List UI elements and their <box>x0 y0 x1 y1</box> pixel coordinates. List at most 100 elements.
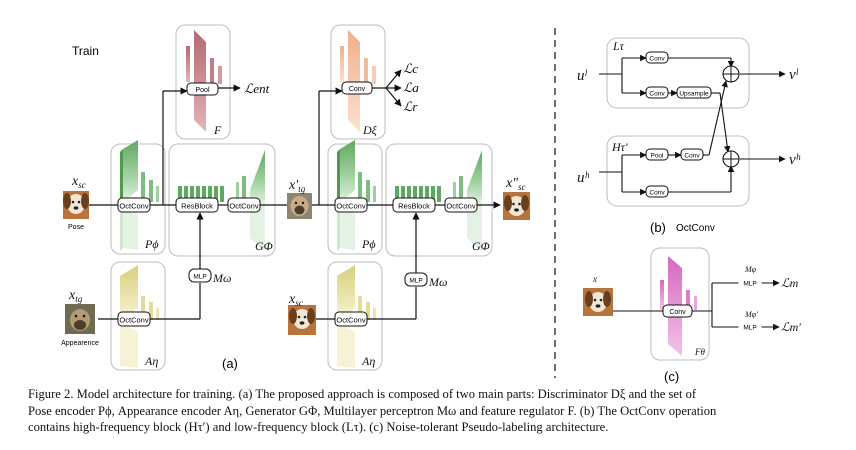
conv-block-lh: Conv <box>645 86 669 99</box>
flow-lines-b <box>599 54 786 196</box>
svg-text:OctConv: OctConv <box>229 202 258 211</box>
l-ent-label: ℒent <box>244 81 270 96</box>
octconv-block-gen: OctConv <box>227 197 261 213</box>
g-phi-label-2: GΦ <box>472 239 490 253</box>
pose-encoder-layers-2 <box>337 140 376 251</box>
svg-text:Pool: Pool <box>650 152 664 159</box>
source-image <box>288 305 316 335</box>
v-h-label: vʰ <box>789 152 801 168</box>
l-r-label: ℒr <box>403 99 418 114</box>
discriminator-box <box>330 24 386 140</box>
regulator-layers <box>186 30 222 132</box>
caption-line-1: Figure 2. Model architecture for trainin… <box>28 387 697 401</box>
svg-text:OctConv: OctConv <box>336 202 365 211</box>
panel-c-label: (c) <box>664 369 679 384</box>
appearance-label: Appearence <box>61 340 99 347</box>
x-sc-label-2: xsc <box>288 292 303 308</box>
conv-block-c: Conv <box>662 304 693 318</box>
appearance-image <box>65 304 95 334</box>
mlp-block-c2: MLP <box>738 321 762 333</box>
x-tg-prime-label: x′tg <box>288 178 306 194</box>
octconv-block-appearance: OctConv <box>117 311 151 327</box>
x-sc-label: xsc <box>71 174 86 190</box>
p-phi-label: Pϕ <box>144 237 159 251</box>
architecture-figure: Train <box>61 24 801 384</box>
train-title: Train <box>72 44 99 58</box>
x-label-c: x <box>592 274 597 284</box>
conv-block-hl: Conv <box>680 148 704 161</box>
pose-label: Pose <box>68 224 84 231</box>
upsample-block: Upsample <box>676 86 712 99</box>
flow-lines-a <box>68 69 501 320</box>
m-omega-label: Mω <box>212 271 231 285</box>
x-sc-dprime-label: x″sc <box>505 176 526 192</box>
pseudo-input-image <box>583 288 613 316</box>
pose-image <box>63 191 89 219</box>
appearance-encoder-box <box>110 261 166 371</box>
l-m-prime-label: ℒm′ <box>781 320 801 334</box>
svg-text:Conv: Conv <box>669 309 686 316</box>
generator-box-2 <box>385 143 493 257</box>
generator-layers-2 <box>395 150 482 252</box>
figure-caption: Figure 2. Model architecture for trainin… <box>28 386 838 436</box>
f-label: F <box>213 123 222 137</box>
generator-layers <box>178 150 265 252</box>
octconv-block-2: OctConv <box>334 197 368 213</box>
d-xi-label: Dξ <box>362 123 378 137</box>
svg-text:MLP: MLP <box>193 274 206 281</box>
high-frequency-box <box>606 135 750 207</box>
svg-text:Conv: Conv <box>349 86 366 93</box>
svg-text:ResBlock: ResBlock <box>181 202 213 211</box>
svg-text:Conv: Conv <box>649 55 665 62</box>
p-phi-label-2: Pϕ <box>361 237 376 251</box>
svg-text:MLP: MLP <box>409 278 422 285</box>
svg-text:Conv: Conv <box>684 152 700 159</box>
m-phi-label: Mφ <box>744 265 757 274</box>
math-labels-a: xsc xtg x′tg xsc x″sc Pϕ Aη GΦ F Mω ℒent… <box>68 61 526 368</box>
conv-block-hh: Conv <box>645 185 669 198</box>
pool-block: Pool <box>186 82 219 96</box>
resblock-block-2: ResBlock <box>392 197 436 213</box>
u-l-label: uˡ <box>577 68 588 84</box>
svg-text:OctConv: OctConv <box>446 202 475 211</box>
mlp-block-c1: MLP <box>738 277 762 289</box>
discriminator-layers <box>340 30 376 132</box>
h-tau-label: Hτ′ <box>611 140 628 154</box>
svg-text:ResBlock: ResBlock <box>398 202 430 211</box>
flow-lines-c <box>613 279 780 331</box>
pseudo-label-box <box>650 247 710 361</box>
svg-text:MLP: MLP <box>743 325 756 332</box>
l-m-label: ℒm <box>781 276 799 290</box>
appearance-encoder-layers-2 <box>337 265 376 368</box>
svg-text:Conv: Conv <box>649 90 665 97</box>
g-phi-label: GΦ <box>255 239 273 253</box>
conv-block-ll: Conv <box>645 51 669 64</box>
svg-text:OctConv: OctConv <box>336 316 365 325</box>
math-labels-b: uˡ uʰ vˡ vʰ Lτ Hτ′ <box>577 39 801 186</box>
l-c-label: ℒc <box>403 61 418 76</box>
reconstructed-image <box>503 192 530 220</box>
svg-text:OctConv: OctConv <box>119 202 148 211</box>
a-eta-label: Aη <box>144 354 158 368</box>
appearance-encoder-layers <box>120 265 159 368</box>
x-tg-label: xtg <box>68 288 83 304</box>
caption-line-2: Pose encoder Pϕ, Appearance encoder Aη, … <box>28 403 717 418</box>
svg-text:Conv: Conv <box>649 189 665 196</box>
u-h-label: uʰ <box>577 170 590 186</box>
octconv-block-gen-2: OctConv <box>444 197 478 213</box>
regulator-box <box>175 24 231 140</box>
sum-node-high <box>722 150 740 168</box>
appearance-encoder-box-2 <box>327 261 383 371</box>
svg-text:OctConv: OctConv <box>119 316 148 325</box>
generated-image <box>287 193 312 219</box>
resblock-block: ResBlock <box>175 197 219 213</box>
a-eta-label-2: Aη <box>361 354 375 368</box>
f-theta-label: Fθ <box>694 347 705 357</box>
l-a-label: ℒa <box>403 80 419 95</box>
v-l-label: vˡ <box>789 67 799 83</box>
mlp-block-2: MLP <box>404 272 428 287</box>
panel-a-label: (a) <box>222 356 238 371</box>
conv-block-discriminator: Conv <box>341 81 373 95</box>
svg-text:MLP: MLP <box>743 281 756 288</box>
mlp-block: MLP <box>188 268 212 283</box>
